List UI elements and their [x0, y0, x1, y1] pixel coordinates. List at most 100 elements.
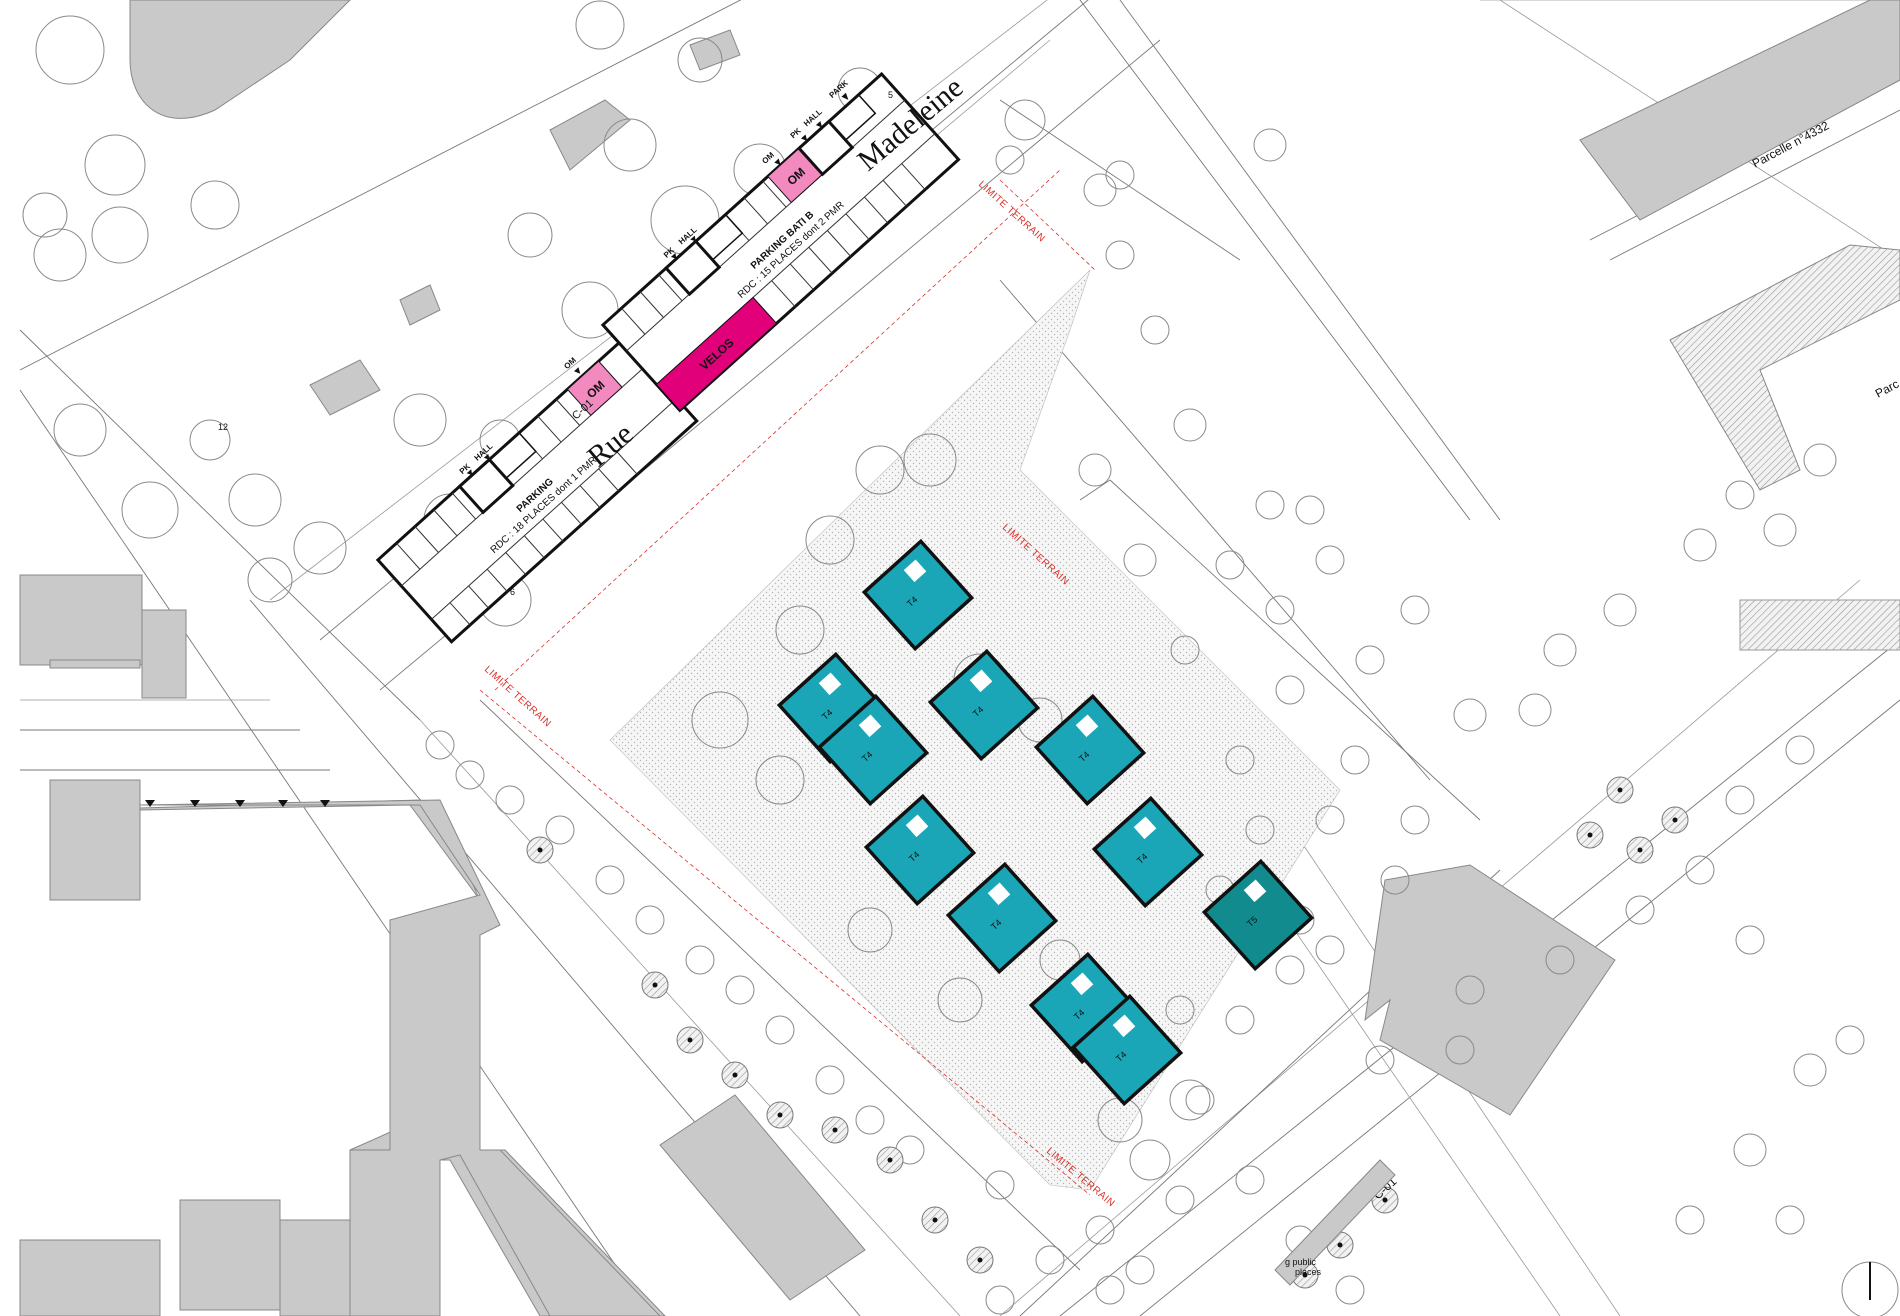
building-left-2: [141, 609, 187, 699]
house-patio: [987, 882, 1011, 906]
tree-icon: [1265, 595, 1295, 625]
tree-icon: [1625, 895, 1655, 925]
tree-icon: [1340, 745, 1370, 775]
tree-icon: [603, 118, 657, 172]
entrance-arrows: [145, 800, 330, 807]
tree-icon: [1735, 925, 1765, 955]
tree-icon: [1315, 545, 1345, 575]
tree-icon: [1725, 785, 1755, 815]
parking-b-outline: [600, 71, 961, 413]
tree-icon: [1683, 528, 1717, 562]
tree-icon: [189, 419, 231, 461]
tree-icon: [1365, 1045, 1395, 1075]
house-6: T4: [1033, 693, 1147, 807]
tree-icon: [1085, 1215, 1115, 1245]
house-8: T4: [1091, 795, 1205, 909]
tree-icon: [455, 760, 485, 790]
tree-icon: [985, 1170, 1015, 1200]
tree-icon: [575, 0, 625, 50]
tree-icon: [1105, 160, 1135, 190]
tree-icon: [1173, 408, 1207, 442]
tree-icon: [1835, 1025, 1865, 1055]
tree-icon: [1518, 693, 1552, 727]
tree-icon: [1253, 128, 1287, 162]
tree-icon: [1215, 550, 1245, 580]
tree-icon: [1095, 1275, 1125, 1305]
building-left-1: [19, 574, 143, 666]
tree-icon: [677, 37, 723, 83]
tree-icon: [1543, 633, 1577, 667]
house-10: T4: [1070, 993, 1184, 1107]
tree-icon: [1315, 935, 1345, 965]
tree-icon: [1335, 1275, 1365, 1305]
existing-buildings: [19, 0, 1900, 1316]
tree-icon: [995, 145, 1025, 175]
tree-icon: [1453, 698, 1487, 732]
house-patio: [969, 669, 993, 693]
parking-b-pk2: PK: [789, 126, 803, 140]
building-bottom-1: [179, 1199, 281, 1311]
house-patio: [1133, 816, 1157, 840]
house-patio: [903, 559, 927, 583]
parking-b: VELOS OM PARKING BATI B RDC : 15 PLACES …: [600, 71, 961, 413]
tree-icon: [1170, 635, 1200, 665]
house-4: T4: [927, 648, 1041, 762]
tree-icon: [1675, 1205, 1705, 1235]
tree-icon: [765, 1015, 795, 1045]
tree-icon: [1545, 945, 1575, 975]
limite-terrain-2: LIMITE TERRAIN: [976, 179, 1047, 245]
tree-icon: [22, 192, 68, 238]
tree-icon: [1275, 955, 1305, 985]
house-patio: [1112, 1014, 1136, 1038]
tree-icon: [903, 433, 957, 487]
tree-icon: [1225, 1005, 1255, 1035]
tree-icon: [84, 134, 146, 196]
tree-icon: [815, 1065, 845, 1095]
tree-icon: [425, 730, 455, 760]
tree-icon: [1169, 1079, 1211, 1121]
parking-a-hall-box: [488, 431, 537, 480]
house-11: T5: [1201, 858, 1315, 972]
house-patio: [818, 672, 842, 696]
parcel-label-partial: Parc: [1873, 377, 1900, 401]
building-top-left: [129, 0, 351, 119]
tree-icon: [507, 212, 553, 258]
house-1: T4: [861, 538, 975, 652]
tree-icon: [1225, 745, 1255, 775]
limite-terrain-1: LIMITE TERRAIN: [482, 664, 553, 730]
tree-icon: [121, 481, 179, 539]
parking-b-om-arrow: OM: [760, 150, 776, 166]
number-6: 6: [510, 587, 515, 597]
house-patio: [905, 814, 929, 838]
tree-icon: [1035, 1245, 1065, 1275]
tree-icon: [635, 905, 665, 935]
tree-icon: [1004, 99, 1046, 141]
tree-icon: [190, 180, 240, 230]
hatched-structure: [1669, 244, 1900, 491]
parking-a-om-room: [566, 360, 623, 417]
tree-icon: [293, 521, 347, 575]
house-patio: [1070, 972, 1094, 996]
house-5: T4: [863, 793, 977, 907]
tree-icon: [1775, 1205, 1805, 1235]
tree-icon: [53, 403, 107, 457]
tree-icon: [1380, 865, 1410, 895]
hatched-strip: [1739, 599, 1900, 651]
tree-icon: [247, 557, 293, 603]
tree-icon: [1123, 543, 1157, 577]
tree-icon: [1803, 443, 1837, 477]
tree-icon: [595, 865, 625, 895]
tree-icon: [1129, 1139, 1171, 1181]
tree-icon: [1140, 315, 1170, 345]
tree-icon: [35, 15, 105, 85]
house-patio: [858, 714, 882, 738]
tree-icon: [33, 228, 87, 282]
trees: [22, 0, 1865, 1315]
parking-a-om-arrow: OM: [562, 355, 578, 371]
tree-icon: [1785, 735, 1815, 765]
tree-icon: [1793, 1053, 1827, 1087]
tree-icon: [755, 755, 805, 805]
tree-icon: [1078, 453, 1112, 487]
